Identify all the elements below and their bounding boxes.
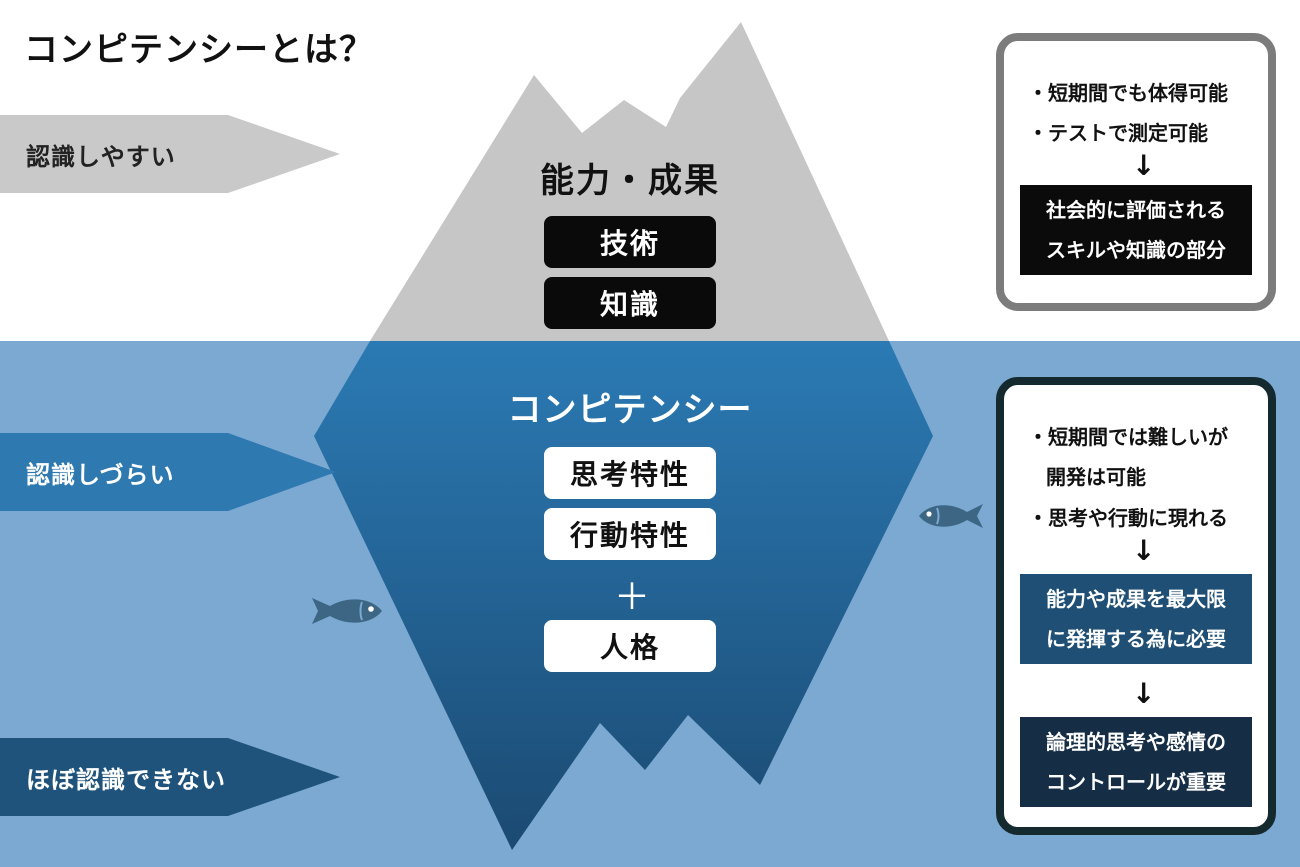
thinking-trait-pill: 思考特性	[544, 447, 716, 499]
page-title: コンピテンシーとは？	[24, 22, 374, 71]
down-arrow-icon: ↓	[1132, 149, 1152, 182]
knowledge-pill: 知識	[544, 277, 716, 329]
competency-traits-box: ・短期間では難しいが 開発は可能 ・思考や行動に現れる ↓ 能力や成果を最大限 …	[996, 377, 1276, 835]
fish-icon	[917, 500, 985, 532]
bullet-hard-to-learn: ・短期間では難しいが	[1028, 421, 1228, 450]
behavior-trait-pill: 行動特性	[544, 508, 716, 560]
personality-pill: 人格	[544, 620, 716, 672]
step-line: コントロールが重要	[1046, 762, 1226, 802]
bullet-shows-in-behavior: ・思考や行動に現れる	[1028, 502, 1228, 531]
plus-sign: ＋	[604, 568, 660, 620]
down-arrow-icon: ↓	[1132, 534, 1152, 567]
below-heading: コンピテンシー	[480, 382, 780, 431]
bullet-testable: ・テストで測定可能	[1028, 117, 1208, 146]
conclusion-line: スキルや知識の部分	[1046, 230, 1226, 270]
step-line: に発揮する為に必要	[1046, 619, 1226, 659]
level-label-hard: 認識しづらい	[0, 455, 175, 490]
step-line: 能力や成果を最大限	[1046, 579, 1226, 619]
level-label-easy: 認識しやすい	[0, 137, 176, 172]
visible-conclusion: 社会的に評価される スキルや知識の部分	[1020, 185, 1252, 275]
bullet-learnable: ・短期間でも体得可能	[1028, 77, 1228, 106]
emotion-control-important: 論理的思考や感情の コントロールが重要	[1020, 717, 1252, 807]
fish-icon	[310, 594, 384, 628]
step-line: 論理的思考や感情の	[1046, 722, 1226, 762]
level-label-hidden: ほぼ認識できない	[0, 760, 226, 795]
needed-for-performance: 能力や成果を最大限 に発揮する為に必要	[1020, 574, 1252, 664]
visible-traits-box: ・短期間でも体得可能 ・テストで測定可能 ↓ 社会的に評価される スキルや知識の…	[996, 33, 1276, 311]
down-arrow-icon: ↓	[1132, 677, 1152, 710]
skill-pill: 技術	[544, 216, 716, 268]
above-heading: 能力・成果	[480, 153, 780, 202]
conclusion-line: 社会的に評価される	[1046, 190, 1226, 230]
bullet-developable: 開発は可能	[1046, 461, 1146, 490]
